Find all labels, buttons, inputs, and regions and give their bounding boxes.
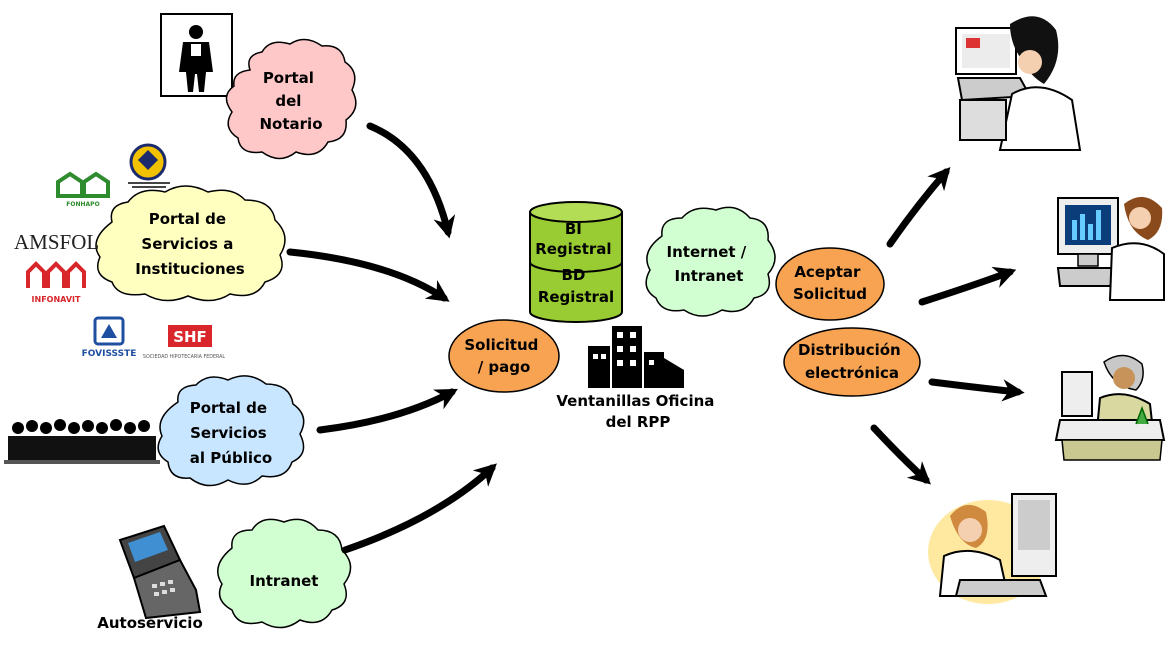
worker-at-computer-2 (1056, 196, 1165, 301)
cloud-portal-publico: Portal de Servicios al Público (157, 375, 305, 487)
amsfol-logo: AMSFOL (14, 230, 99, 254)
infonavit-text: INFONAVIT (32, 295, 81, 304)
svg-text:Solicitud / pago: Solicitud / pago (464, 336, 543, 376)
arrows (286, 122, 1025, 554)
db-bottom-line: BD (561, 266, 585, 284)
arrow-top-right (886, 166, 951, 248)
shf-logo: SHF SOCIEDAD HIPOTECARIA FEDERAL (143, 325, 225, 360)
svg-text:BI Registral BD: BI Registral BD Registral (535, 220, 617, 306)
arrow-notario (366, 122, 456, 239)
cloud-publico-line: Portal de (190, 399, 267, 417)
arrow-bottom-right (870, 424, 931, 485)
autoservicio-label: Autoservicio (97, 614, 203, 632)
arrow-right-2 (918, 266, 1017, 306)
kiosk-icon (118, 524, 202, 620)
database-cylinder: BI Registral BD Registral (529, 201, 623, 323)
cloud-notario-line: Portal (263, 69, 314, 87)
svg-text:Internet / Intranet: Internet / Intranet (667, 243, 752, 285)
db-top-line: BI (565, 220, 582, 238)
worker-at-computer-1 (955, 16, 1082, 151)
fonhapo-logo: FONHAPO (56, 171, 110, 208)
cloud-instituciones-line: Instituciones (135, 260, 245, 278)
fovissste-text: FOVISSSTE (82, 349, 137, 359)
oval-aceptar: Aceptar Solicitud (775, 247, 885, 321)
cloud-portal-instituciones: Portal de Servicios a Instituciones (95, 185, 286, 302)
cloud-portal-notario: Portal del Notario (225, 38, 357, 160)
cloud-internet-line: Internet / (667, 243, 747, 261)
notary-icon (160, 13, 233, 97)
oval-distribucion: Distribución electrónica (783, 327, 921, 397)
arrow-publico (316, 388, 458, 434)
oval-solicitud-line: Solicitud (464, 336, 538, 354)
cloud-internet-intranet: Internet / Intranet (645, 206, 776, 317)
oval-distribucion-line: electrónica (805, 364, 899, 382)
arrow-instituciones (286, 248, 450, 302)
arrow-right-3 (928, 378, 1025, 402)
svg-text:Distribución electrónica: Distribución electrónica (798, 341, 906, 382)
svg-text:Intranet: Intranet (250, 572, 319, 590)
ventanillas-line: Ventanillas Oficina (556, 392, 714, 410)
conavi-logo (128, 143, 170, 188)
crowd-icon (4, 419, 160, 464)
oval-aceptar-line: Aceptar (794, 263, 861, 281)
worker-at-computer-3 (1054, 354, 1166, 461)
arrow-intranet (341, 463, 497, 554)
svg-text:Portal del Notario: Portal del Notario (260, 69, 323, 133)
cloud-instituciones-line: Portal de (149, 210, 226, 228)
db-top-line: Registral (535, 240, 611, 258)
fovissste-logo: FOVISSSTE (82, 316, 137, 359)
cloud-publico-line: Servicios (190, 424, 267, 442)
shf-text: SHF (173, 328, 207, 346)
svg-text:Ventanillas Oficina del RP: Ventanillas Oficina del RPP (556, 392, 719, 431)
cloud-internet-line: Intranet (675, 267, 744, 285)
oval-distribucion-line: Distribución (798, 341, 901, 359)
oval-solicitud-line: / pago (478, 358, 531, 376)
cloud-publico-line: al Público (190, 449, 272, 467)
cloud-notario-line: del (275, 92, 301, 110)
oval-aceptar-line: Solicitud (793, 285, 867, 303)
cloud-intranet-left-label: Intranet (250, 572, 319, 590)
svg-text:Portal de Servicios: Portal de Servicios al Público (190, 399, 273, 467)
cloud-instituciones-line: Servicios a (141, 235, 233, 253)
fonhapo-text: FONHAPO (66, 201, 99, 208)
svg-text:Portal de Servicios a: Portal de Servicios a Instituciones (135, 210, 245, 278)
ventanillas-line: del RPP (606, 413, 671, 431)
infonavit-logo: INFONAVIT (26, 261, 86, 304)
oval-solicitud: Solicitud / pago (448, 319, 560, 393)
worker-at-computer-4 (928, 493, 1057, 604)
buildings-icon (588, 326, 684, 388)
cloud-intranet-left: Intranet (217, 518, 352, 629)
shf-subtitle: SOCIEDAD HIPOTECARIA FEDERAL (143, 354, 225, 360)
svg-text:Aceptar Solicitud: Aceptar Solicitud (793, 263, 867, 303)
cloud-notario-line: Notario (260, 115, 323, 133)
db-bottom-line: Registral (538, 288, 614, 306)
